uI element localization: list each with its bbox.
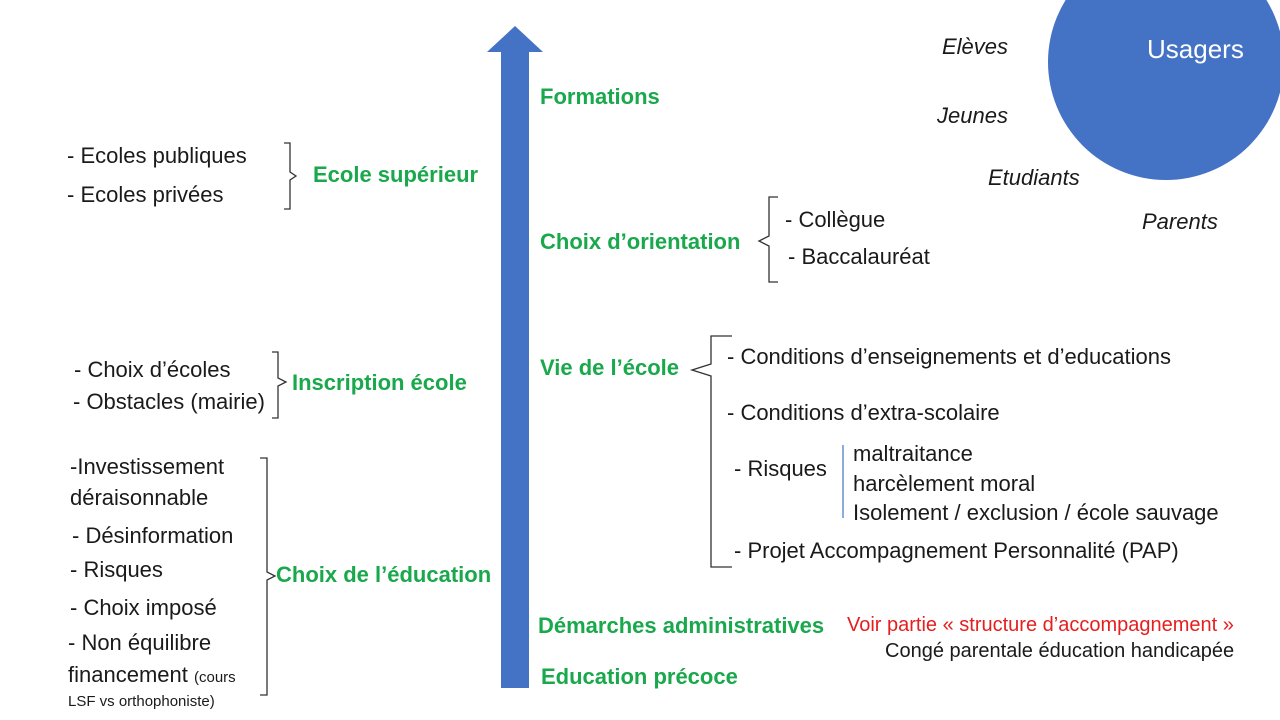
note-structure-accompagnement: Voir partie « structure d’accompagnement…: [847, 614, 1234, 636]
item-conditions-extra: - Conditions d’extra-scolaire: [727, 400, 1000, 425]
item-non-equilibre-2: financement (cours: [68, 662, 236, 691]
item-ecoles-publiques: - Ecoles publiques: [67, 143, 247, 168]
usager-parents: Parents: [1142, 209, 1218, 234]
brace-choix-education: [260, 457, 277, 696]
usagers-label: Usagers: [1147, 34, 1244, 64]
risque-harcelement: harcèlement moral: [853, 471, 1036, 496]
item-ecoles-privees: - Ecoles privées: [67, 182, 224, 207]
item-risques-left: - Risques: [70, 557, 163, 582]
label-vie-ecole: Vie de l’école: [540, 355, 680, 380]
label-formations: Formations: [540, 84, 660, 109]
vertical-arrow: [487, 26, 543, 688]
brace-orientation: [757, 196, 778, 283]
item-non-equilibre-note-2: LSF vs orthophoniste): [68, 693, 215, 710]
item-choix-ecoles: - Choix d’écoles: [74, 357, 231, 382]
item-collegue: - Collègue: [785, 207, 886, 232]
item-desinformation: - Désinformation: [72, 523, 234, 548]
item-choix-impose: - Choix imposé: [70, 595, 217, 620]
usager-jeunes: Jeunes: [937, 103, 1008, 128]
label-choix-education: Choix de l’éducation: [276, 562, 492, 587]
risque-maltraitance: maltraitance: [853, 441, 973, 466]
label-inscription: Inscription école: [292, 370, 467, 395]
label-demarches: Démarches administratives: [538, 613, 825, 638]
label-ecole-superieur: Ecole supérieur: [313, 162, 479, 187]
item-investissement-2: déraisonnable: [70, 485, 209, 510]
risque-isolement: Isolement / exclusion / école sauvage: [853, 500, 1219, 525]
item-obstacles: - Obstacles (mairie): [73, 389, 265, 414]
brace-inscription: [272, 351, 288, 419]
item-non-equilibre-note-1: (cours: [193, 669, 236, 686]
item-investissement-1: -Investissement: [70, 454, 225, 479]
note-conge-parentale: Congé parentale éducation handicapée: [885, 640, 1235, 662]
usager-etudiants: Etudiants: [988, 165, 1080, 190]
usager-eleves: Elèves: [942, 34, 1009, 59]
brace-ecole-superieur: [284, 142, 298, 210]
label-orientation: Choix d’orientation: [540, 229, 741, 254]
item-baccalaureat: - Baccalauréat: [788, 244, 930, 269]
label-education-precoce: Education précoce: [541, 664, 738, 689]
item-non-equilibre-2-text: financement: [68, 662, 188, 687]
item-non-equilibre-1: - Non équilibre: [68, 630, 212, 655]
usagers-circle: [1048, 0, 1280, 180]
item-risques-right: - Risques: [734, 456, 827, 481]
item-conditions-enseignement: - Conditions d’enseignements et d’educat…: [727, 344, 1171, 369]
brace-vie-ecole: [689, 335, 732, 568]
item-pap: - Projet Accompagnement Personnalité (PA…: [734, 538, 1179, 563]
